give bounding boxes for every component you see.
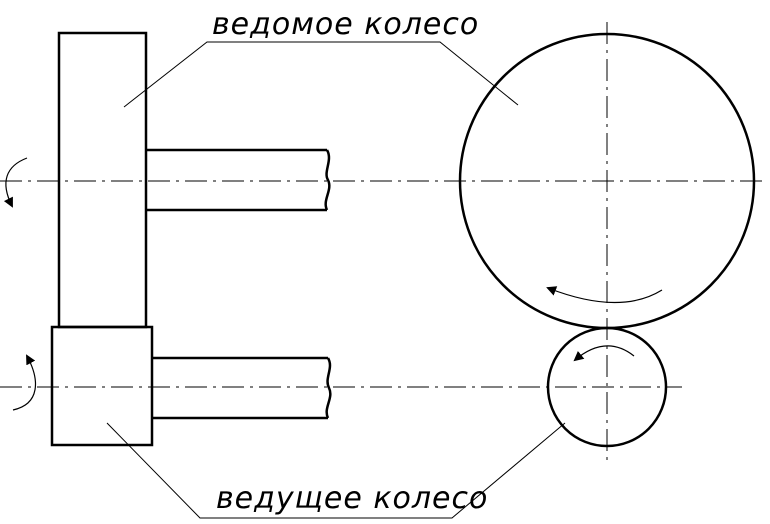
lower-shaft (152, 356, 332, 420)
driving-label-leader (106, 422, 566, 519)
driven-label-leader (123, 41, 519, 108)
lower-shaft-break-line (325, 357, 332, 419)
upper-side-rotation-arrow (3, 157, 28, 208)
lower-side-rotation-arrow (12, 354, 37, 411)
rotation-arrows (3, 157, 663, 411)
driven-wheel-rotation-arrow (546, 286, 663, 304)
upper-shaft (146, 148, 331, 212)
driven-wheel-side-view (57, 31, 148, 329)
upper-shaft-break-line (324, 149, 331, 211)
leader-lines (106, 41, 566, 519)
driving-wheel-label: ведущее колесо (216, 481, 488, 516)
driving-wheel-rotation-arrow (573, 345, 635, 362)
center-lines (0, 22, 765, 462)
driving-wheel-circle (546, 326, 668, 448)
driving-wheel-side-view (50, 325, 154, 447)
driven-wheel-label: ведомое колесо (212, 7, 479, 42)
